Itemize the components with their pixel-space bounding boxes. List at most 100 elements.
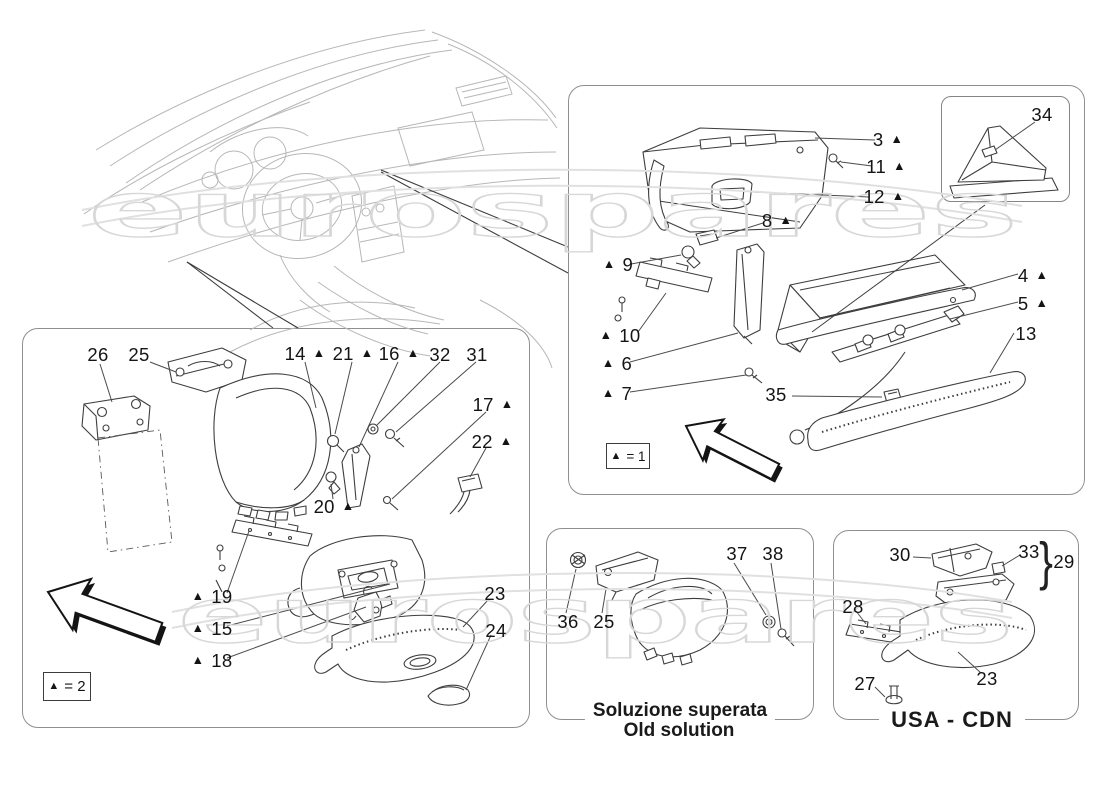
callout-number: 23 — [484, 583, 506, 604]
callout-usa-30: 30 — [889, 544, 910, 566]
callout-lh-23: 23 — [484, 583, 505, 605]
callout-main-34: 34 — [1031, 104, 1052, 126]
callout-lh-32: 32 — [429, 344, 450, 366]
triangle-icon: ▲ — [601, 355, 615, 370]
callout-number: 25 — [128, 344, 150, 365]
callout-lh-16: 16 ▲ — [379, 343, 420, 365]
callout-number: 33 — [1018, 541, 1040, 562]
legend-main-text: = 1 — [626, 448, 646, 464]
callout-main-5: 5▲ — [1018, 293, 1048, 315]
callout-number: 26 — [87, 344, 109, 365]
callout-old-25: 25 — [593, 611, 614, 633]
triangle-icon: ▲ — [191, 652, 205, 667]
callout-number: 16 — [378, 343, 400, 364]
triangle-icon: ▲ — [48, 680, 60, 692]
callout-main-11: 11 ▲ — [866, 156, 905, 178]
legend-lh: ▲ = 2 — [43, 672, 91, 701]
callout-main-12: 12 ▲ — [864, 186, 905, 208]
callout-usa-23: 23 — [976, 668, 997, 690]
callout-lh-18: ▲ 18 — [192, 650, 233, 672]
triangle-icon: ▲ — [893, 158, 906, 173]
callout-number: 5 — [1017, 293, 1029, 314]
triangle-icon: ▲ — [1035, 267, 1049, 282]
callout-lh-19: ▲ 19 — [192, 586, 233, 608]
callout-lh-31: 31 — [466, 344, 487, 366]
callout-number: 15 — [211, 618, 233, 639]
callout-number: 21 — [332, 343, 354, 364]
callout-number: 24 — [485, 620, 507, 641]
triangle-icon: ▲ — [601, 385, 615, 400]
triangle-icon: ▲ — [406, 345, 420, 360]
callout-number: 27 — [854, 673, 876, 694]
callout-number: 14 — [284, 343, 306, 364]
dashboard-sketch — [83, 29, 561, 369]
callout-number: 36 — [557, 611, 579, 632]
old-solution-caption-en: Old solution — [615, 720, 743, 742]
callout-main-13: 13 — [1015, 323, 1036, 345]
callout-lh-21: 21 ▲ — [333, 343, 374, 365]
callout-usa-29: 29 — [1053, 551, 1074, 573]
callout-number: 20 — [313, 496, 335, 517]
callout-usa-27: 27 — [854, 673, 875, 695]
callout-lh-25: 25 — [128, 344, 149, 366]
callout-lh-14: 14 ▲ — [285, 343, 326, 365]
callout-usa-28: 28 — [842, 596, 863, 618]
callout-number: 10 — [619, 325, 641, 346]
legend-main: ▲ = 1 — [606, 443, 650, 469]
callout-number: 13 — [1015, 323, 1037, 344]
triangle-icon: ▲ — [191, 588, 205, 603]
callout-main-6: ▲6 — [602, 353, 632, 375]
triangle-icon: ▲ — [312, 345, 326, 360]
callout-number: 18 — [211, 650, 233, 671]
callout-lh-17: 17▲ — [473, 394, 514, 416]
old-solution-caption-it: Soluzione superata — [584, 700, 776, 722]
callout-main-7: ▲7 — [602, 383, 632, 405]
triangle-icon: ▲ — [890, 131, 904, 146]
callout-number: 22 — [471, 431, 493, 452]
callout-main-8: 8▲ — [762, 210, 792, 232]
callout-number: 19 — [211, 586, 233, 607]
callout-number: 31 — [466, 344, 488, 365]
main-glovebox-panel-frame — [568, 85, 1085, 495]
triangle-icon: ▲ — [499, 433, 513, 448]
callout-lh-24: 24 — [485, 620, 506, 642]
triangle-icon: ▲ — [610, 449, 622, 462]
callout-old-37: 37 — [726, 543, 747, 565]
callout-old-36: 36 — [557, 611, 578, 633]
triangle-icon: ▲ — [891, 188, 905, 203]
callout-number: 3 — [872, 129, 884, 150]
callout-number: 23 — [976, 668, 998, 689]
triangle-icon: ▲ — [341, 498, 355, 513]
callout-lh-26: 26 — [87, 344, 108, 366]
callout-old-38: 38 — [762, 543, 783, 565]
callout-number: 25 — [593, 611, 615, 632]
usa-cdn-caption: USA - CDN — [879, 707, 1025, 733]
triangle-icon: ▲ — [1035, 295, 1049, 310]
callout-number: 8 — [761, 210, 773, 231]
callout-lh-20: 20 ▲ — [314, 496, 355, 518]
triangle-icon: ▲ — [779, 212, 793, 227]
callout-number: 28 — [842, 596, 864, 617]
location-pointer-lines — [186, 169, 569, 329]
callout-number: 12 — [863, 186, 885, 207]
callout-number: 34 — [1031, 104, 1053, 125]
group-brace: } — [1039, 531, 1053, 591]
callout-main-9: ▲9 — [603, 254, 633, 276]
callout-lh-15: ▲15 — [192, 618, 233, 640]
callout-number: 38 — [762, 543, 784, 564]
triangle-icon: ▲ — [360, 345, 374, 360]
callout-lh-22: 22 ▲ — [472, 431, 513, 453]
callout-number: 30 — [889, 544, 911, 565]
callout-usa-33: 33 — [1018, 541, 1039, 563]
callout-number: 37 — [726, 543, 748, 564]
callout-main-4: 4▲ — [1018, 265, 1048, 287]
legend-lh-text: = 2 — [64, 678, 86, 695]
triangle-icon: ▲ — [500, 396, 514, 411]
callout-main-3: 3▲ — [873, 129, 903, 151]
callout-number: 35 — [765, 384, 787, 405]
callout-main-35: 35 — [765, 384, 786, 406]
callout-number: 29 — [1053, 551, 1075, 572]
callout-number: 11 — [866, 156, 887, 177]
callout-number: 32 — [429, 344, 451, 365]
